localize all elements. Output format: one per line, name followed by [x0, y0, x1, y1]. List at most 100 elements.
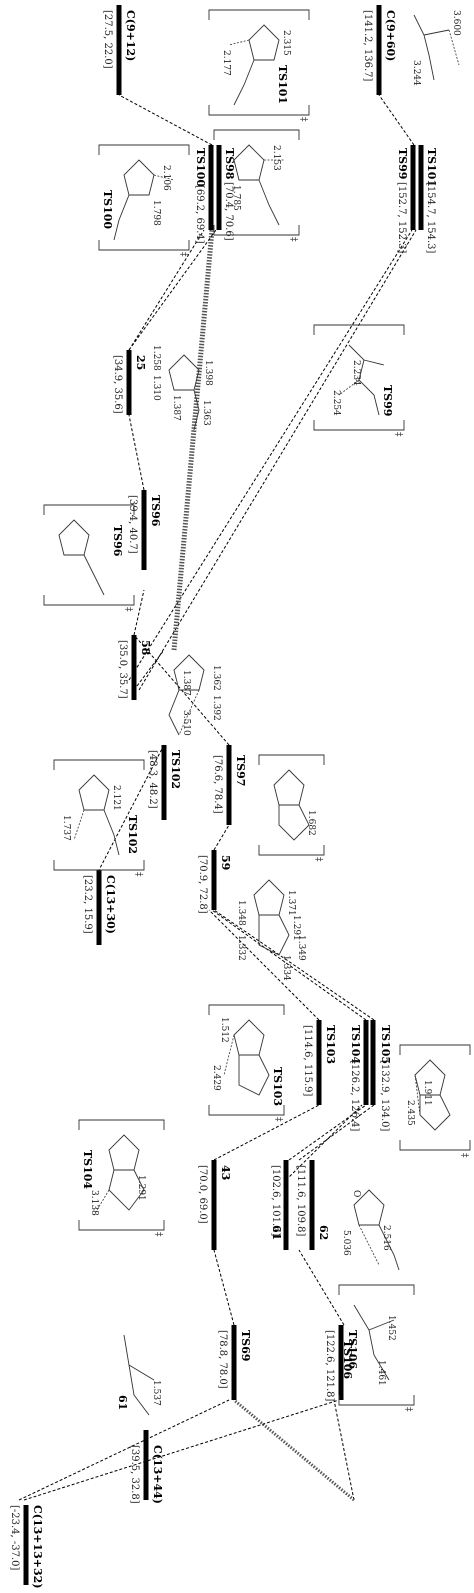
ts-mark: ‡ — [313, 857, 323, 862]
ts-mark: ‡ — [288, 237, 298, 242]
dist-label: 2.315 — [281, 30, 291, 56]
dist-label: 2.516 — [381, 1225, 391, 1251]
structure-label: TS102 — [126, 815, 139, 854]
dist-label: 2.435 — [405, 1100, 415, 1126]
dist-label: 1.363 — [201, 400, 211, 426]
label-ts104: TS104 — [349, 1025, 362, 1064]
structure-ts105: ‡ 1.911 2.435 — [399, 1044, 471, 1158]
structure-c9-60: 3.600 3.244 — [411, 10, 461, 86]
ts-mark: ‡ — [123, 607, 133, 612]
dist-label: 1.911 — [422, 1080, 432, 1106]
ts-mark: ‡ — [298, 117, 308, 122]
value-c13-30: [23.2, 15.9] — [82, 875, 93, 934]
label-ts105: TS105 — [379, 1025, 392, 1064]
label-ts106: TS106 — [346, 1330, 359, 1369]
dist-label: 2.429 — [211, 1065, 221, 1091]
structure-62: 2.516 5.036 O — [341, 1189, 400, 1271]
label-ts98: TS98 — [223, 148, 236, 180]
label-ts101: TS101 — [425, 148, 438, 187]
value-43: [70.0, 69.0] — [197, 1165, 208, 1224]
ts-mark: ‡ — [393, 432, 403, 437]
ts-mark: ‡ — [153, 1232, 163, 1237]
dist-label: 1.371 — [286, 890, 296, 916]
structure-ts106: ‡ 1.452 1.461 TS106 — [338, 1284, 415, 1412]
label-59: 59 — [219, 855, 232, 870]
value-ts106: [122.6, 121.8] — [324, 1330, 335, 1402]
value-c13-44: [39.5, 32.8] — [129, 1445, 140, 1504]
label-ts69: TS69 — [239, 1330, 252, 1361]
value-62: [111.6, 109.8] — [295, 1165, 306, 1237]
dist-label: 2.121 — [111, 785, 121, 811]
value-ts104: [126.2, 126.4] — [349, 1060, 360, 1132]
structure-label: 61 — [116, 1395, 129, 1410]
structure-label: TS103 — [271, 1067, 284, 1106]
value-ts69: [78.8, 78.0] — [217, 1330, 228, 1389]
level-labels: C(13+44) [39.5, 32.8] C(13+13+32) [-23.4… — [9, 10, 438, 1589]
dist-label: 2.153 — [271, 145, 281, 171]
energy-levels — [23, 5, 424, 1585]
label-ts99: TS99 — [396, 148, 409, 179]
dist-label: 1.332 — [236, 935, 246, 961]
structure-ts96: ‡ TS96 — [43, 504, 135, 612]
label-c13-44: C(13+44) — [151, 1445, 164, 1504]
dist-label: 1.291 — [136, 1175, 146, 1201]
ts-mark: ‡ — [133, 872, 143, 877]
value-c13-13-32: [-23.4, -37.0] — [9, 1505, 20, 1571]
dist-label: 3.138 — [89, 1190, 99, 1216]
dist-label: 1.537 — [151, 1380, 161, 1406]
label-ts97: TS97 — [234, 755, 247, 786]
pathway-connectors — [18, 94, 417, 1502]
value-c9-12: [27.5, 22.0] — [102, 10, 113, 69]
dist-label: 2.177 — [221, 50, 231, 76]
value-61: [102.6, 101.2] — [270, 1165, 281, 1237]
label-ts96: TS96 — [149, 495, 162, 527]
ts-mark: ‡ — [178, 252, 188, 257]
dist-label: 1.387 — [171, 395, 181, 421]
structure-ts100: ‡ 2.106 1.798 TS100 — [98, 144, 190, 257]
dist-label: 2.254 — [331, 390, 341, 416]
structure-ts103: ‡ 1.512 2.429 TS103 — [208, 1004, 285, 1122]
label-c9-12: C(9+12) — [124, 10, 137, 61]
value-ts99: [152.7, 152.3] — [396, 182, 407, 254]
dist-label: 1.461 — [376, 1360, 386, 1386]
structure-label: TS99 — [381, 385, 394, 416]
dist-label: 1.682 — [306, 810, 316, 836]
dist-label: 2.106 — [161, 165, 171, 191]
value-58: [35.0, 35.7] — [117, 640, 128, 699]
dist-label: 1.291 — [291, 915, 301, 941]
label-ts102: TS102 — [169, 750, 182, 789]
structure-ts104: ‡ 1.291 3.138 TS104 — [78, 1119, 165, 1237]
dist-label: 1.362 — [211, 665, 221, 691]
dist-label: 1.798 — [151, 200, 161, 226]
dist-label: 3.510 — [181, 710, 191, 736]
structure-59: 1.371 1.291 1.349 1.334 1.348 1.332 — [236, 879, 306, 981]
dist-label: 1.785 — [231, 185, 241, 211]
dist-label: 1.349 — [296, 935, 306, 961]
value-c9-60: [141.2, 136.7] — [362, 10, 373, 82]
dist-label: 1.310 — [151, 375, 161, 401]
dist-label: 1.258 — [151, 345, 161, 371]
dist-label: 1.387 — [181, 670, 191, 696]
structure-label: TS96 — [111, 525, 124, 557]
value-ts100: [69.2, 69.4] — [194, 185, 205, 244]
label-ts103: TS103 — [324, 1025, 337, 1064]
label-58: 58 — [139, 640, 152, 656]
label-61: 61 — [270, 1225, 283, 1240]
structure-ts97: ‡ 1.682 — [258, 754, 325, 862]
value-ts96: [39.4, 40.7] — [127, 495, 138, 554]
dist-label: 5.036 — [341, 1230, 351, 1256]
dist-label: 1.512 — [219, 1017, 229, 1043]
structure-61: 1.537 61 — [116, 1334, 161, 1416]
dist-label: 1.737 — [61, 815, 71, 841]
dist-label: 3.600 — [451, 10, 461, 36]
structure-ts99: ‡ 2.234 2.254 TS99 — [313, 324, 405, 437]
value-ts98: [70.4, 70.6] — [223, 182, 234, 241]
structure-label: TS106 — [341, 1340, 354, 1379]
structure-label: TS101 — [276, 65, 289, 104]
atom-o: O — [351, 1190, 361, 1197]
dist-label: 1.348 — [236, 900, 246, 926]
label-43: 43 — [219, 1165, 232, 1180]
value-ts101: [154.7, 154.3] — [425, 182, 436, 254]
